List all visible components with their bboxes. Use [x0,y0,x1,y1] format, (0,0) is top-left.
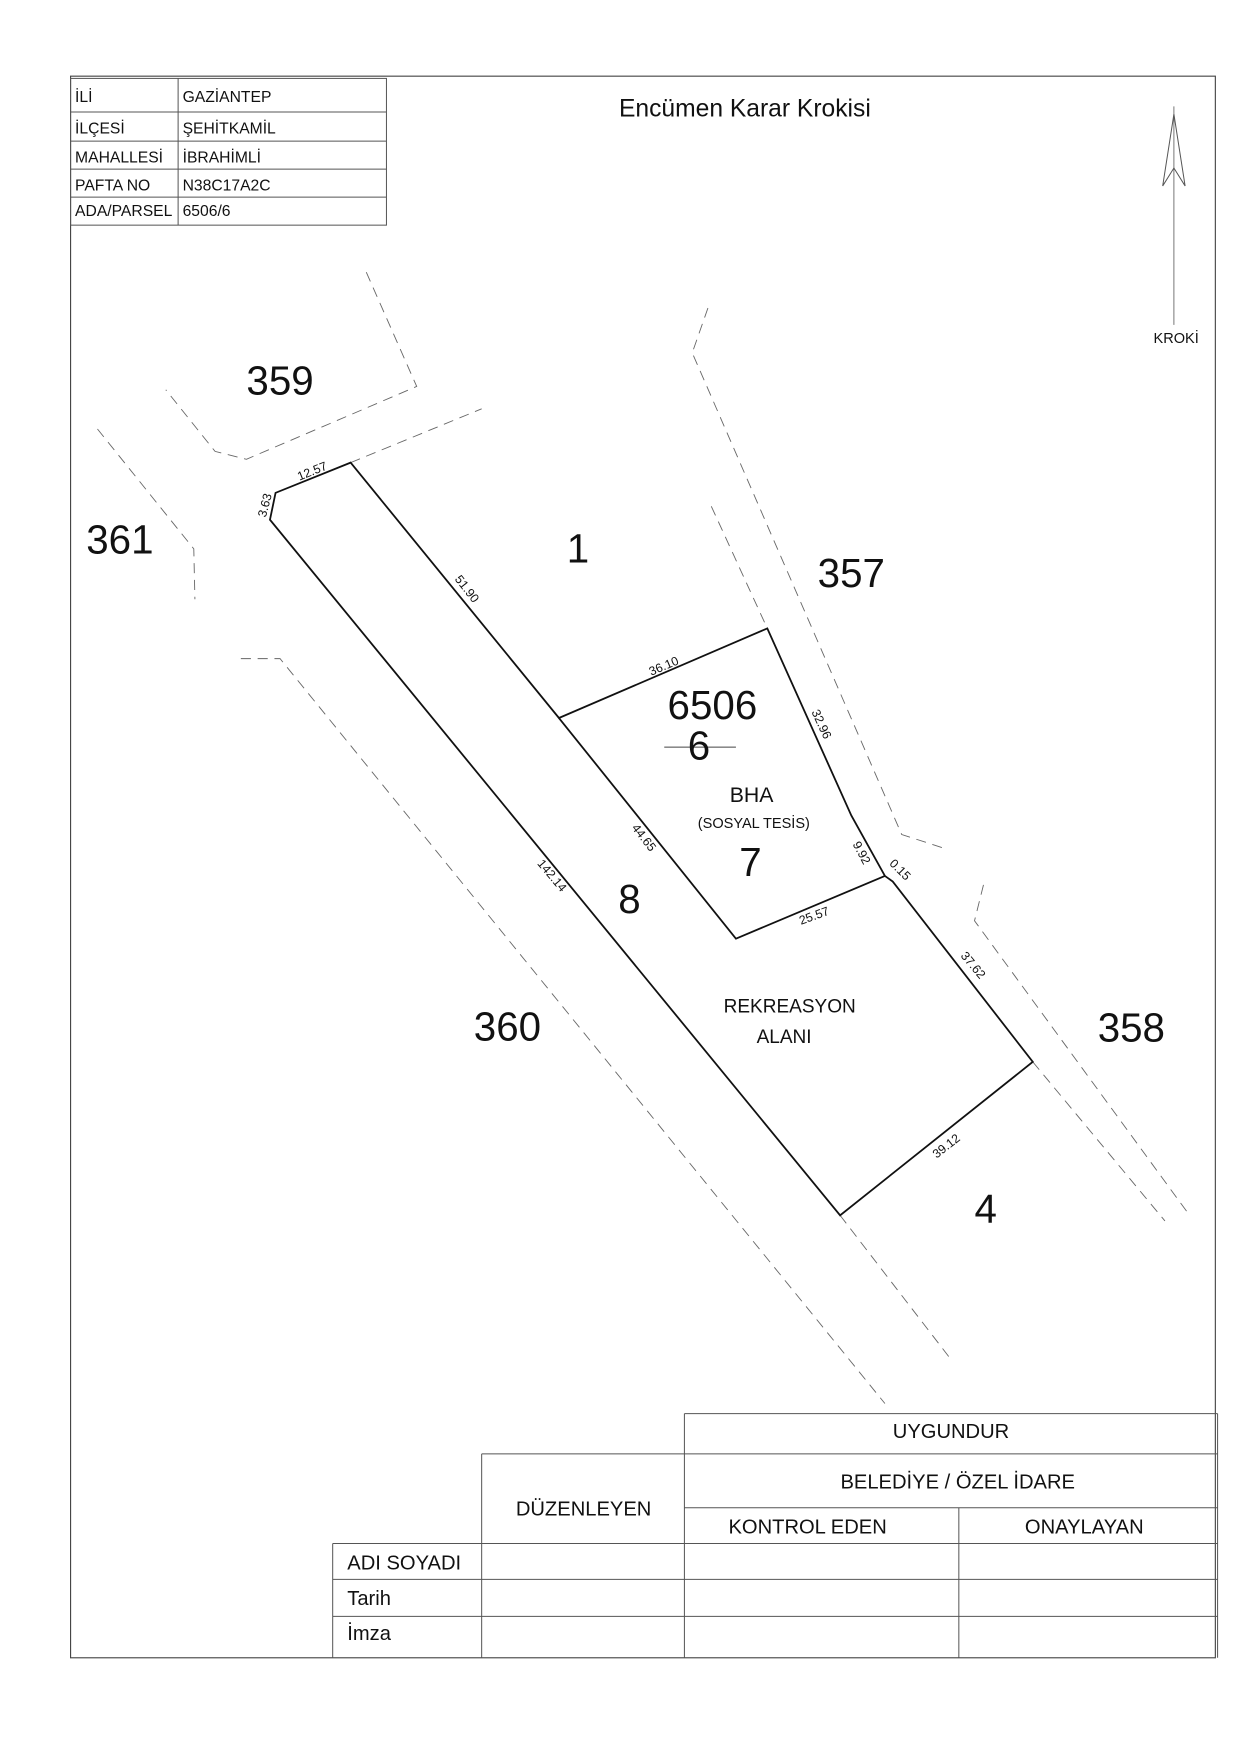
parcel-361: 361 [86,516,153,562]
parcel-358: 358 [1098,1005,1165,1051]
dimension-label: 51.90 [452,573,482,606]
page-title: Encümen Karar Krokisi [619,95,871,122]
dimension-label: 3.63 [255,492,275,519]
dimension-label: 25.57 [797,904,831,928]
recreation-label-2: ALANI [757,1027,812,1048]
zoning-use: BHA [730,783,775,807]
row-label-name: ADI SOYADI [347,1552,461,1574]
info-value-mahalle: İBRAHİMLİ [183,147,261,166]
dimension-label: 32.96 [808,707,834,741]
approval-table [332,1413,1219,1658]
north-label: KROKİ [1154,329,1199,347]
info-label-il: İLİ [75,87,92,106]
info-label-ada-parsel: ADA/PARSEL [75,203,173,220]
parcel-8: 8 [618,876,640,922]
approved-by-header: ONAYLAYAN [1025,1516,1144,1538]
info-label-pafta: PAFTA NO [75,177,150,194]
zoning-use-detail: (SOSYAL TESİS) [698,814,810,832]
parcel-boundary [268,461,1035,1217]
parcel-7: 7 [739,839,761,885]
parcel-4: 4 [975,1186,997,1232]
row-label-date: Tarih [347,1588,391,1610]
checked-by-header: KONTROL EDEN [728,1516,886,1538]
neighbour-boundaries [97,272,1190,1404]
dimension-label: 9.92 [850,839,874,867]
parsel-number: 6 [688,722,710,768]
dimension-label: 36.10 [647,654,681,679]
info-table: İLİ GAZİANTEP İLÇESİ ŞEHİTKAMİL MAHALLES… [70,77,387,226]
recreation-label-1: REKREASYON [724,997,856,1018]
page-frame [70,75,1216,1659]
info-label-mahalle: MAHALLESİ [75,147,163,166]
authority-header: BELEDİYE / ÖZEL İDARE [840,1471,1074,1494]
info-value-pafta: N38C17A2C [183,177,271,194]
info-value-ada-parsel: 6506/6 [183,203,231,220]
parcel-357: 357 [818,550,885,596]
dimension-label: 39.12 [930,1131,963,1161]
ada-number: 6506 [668,682,758,728]
row-label-signature: İmza [347,1622,391,1645]
north-arrow-icon [1162,106,1186,325]
parcel-360: 360 [474,1004,541,1050]
prepared-by-header: DÜZENLEYEN [516,1499,652,1521]
uygundur-header: UYGUNDUR [893,1421,1009,1443]
dimension-label: 37.62 [958,949,989,982]
parcel-1: 1 [567,525,589,571]
info-value-ilce: ŞEHİTKAMİL [183,118,276,137]
info-value-il: GAZİANTEP [183,87,272,106]
info-label-ilce: İLÇESİ [75,118,125,137]
dimension-label: 142.14 [534,857,569,895]
dimension-label: 12.57 [295,459,329,484]
parcel-359: 359 [246,357,313,403]
